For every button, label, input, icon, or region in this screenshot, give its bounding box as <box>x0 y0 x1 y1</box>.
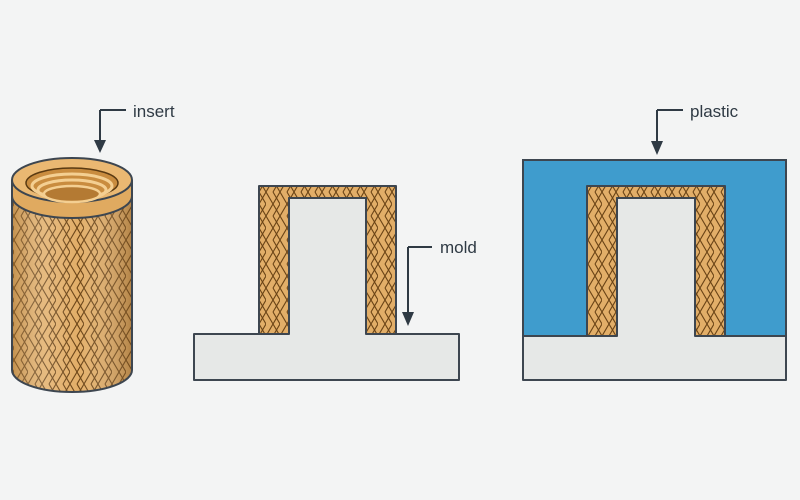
plastic-label: plastic <box>690 102 739 121</box>
mold-shape <box>193 197 460 381</box>
brass-insert <box>11 157 133 393</box>
down-arrow-icon <box>651 110 663 155</box>
mold-panel: mold <box>193 185 477 381</box>
insert-panel: insert <box>11 102 175 393</box>
down-arrow-icon <box>402 247 414 326</box>
plastic-panel: plastic <box>522 102 787 381</box>
mold-label: mold <box>440 238 477 257</box>
down-arrow-icon <box>94 110 106 153</box>
insert-label: insert <box>133 102 175 121</box>
mold-shape <box>522 197 787 381</box>
